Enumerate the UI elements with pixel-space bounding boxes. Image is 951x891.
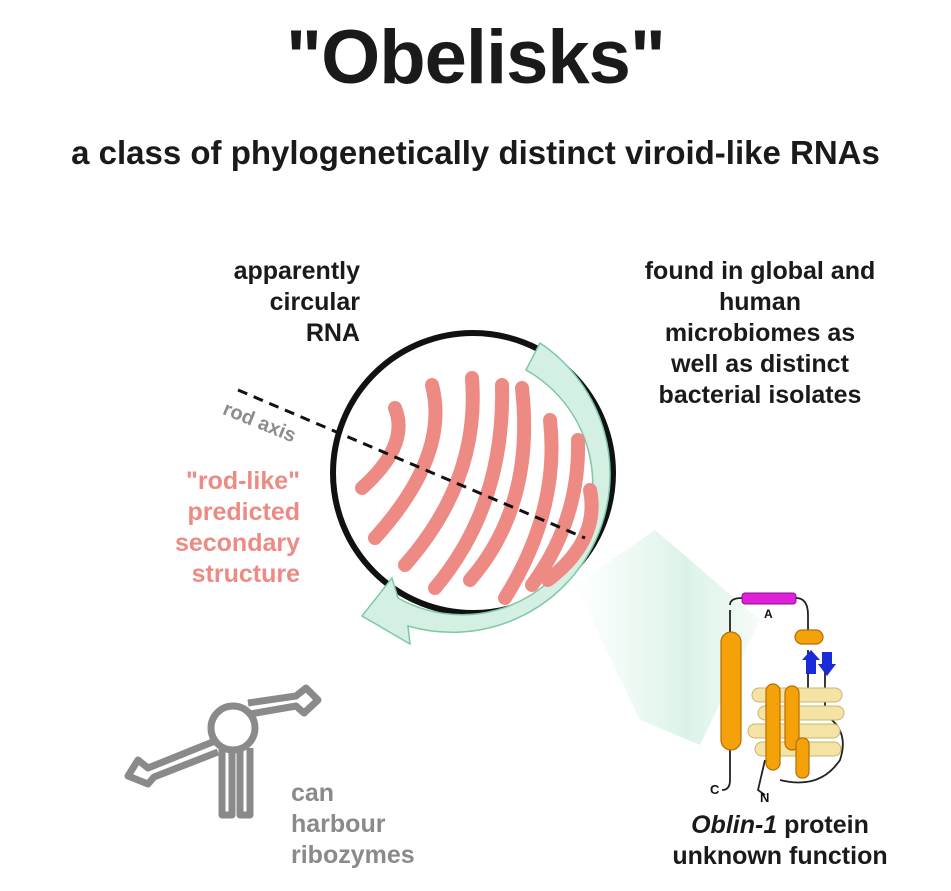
oblin-function: unknown function	[672, 842, 888, 870]
rod-arc	[398, 371, 480, 572]
circular-rna-ring	[330, 330, 616, 616]
rod-arc	[525, 433, 586, 592]
oblin-title-line: Oblin-1 protein	[650, 810, 910, 841]
oblin-suffix: protein	[777, 811, 869, 839]
label-line: structure	[191, 560, 300, 588]
label-line: can	[291, 779, 335, 807]
label-line: found in global and	[644, 257, 876, 285]
rod-arc	[368, 378, 443, 545]
zoom-wedge	[575, 530, 760, 745]
label-line: human	[719, 288, 801, 316]
oblin-1-protein-diagram	[720, 592, 845, 796]
label-line: ribozymes	[291, 841, 415, 869]
found-in-label: found in global and human microbiomes as…	[610, 256, 910, 411]
rod-arc	[428, 378, 510, 595]
rod-arc	[355, 401, 406, 495]
label-line: predicted	[187, 498, 300, 526]
rod-axis-line	[237, 388, 586, 540]
circular-arrow	[360, 341, 611, 646]
oblin-name: Oblin-1	[691, 811, 778, 839]
circular-rna-label: apparently circular RNA	[150, 256, 360, 349]
label-line: apparently	[233, 257, 360, 285]
label-line: microbiomes as	[664, 319, 856, 347]
page-title: "Obelisks"	[286, 15, 666, 100]
label-line: harbour	[291, 810, 386, 838]
oblin-label: Oblin-1 protein unknown function	[650, 810, 910, 872]
ribozymes-label: can harbour ribozymes	[291, 778, 491, 871]
ribozyme-icon	[124, 684, 322, 819]
rod-arc	[463, 381, 532, 587]
label-line: circular	[269, 288, 360, 316]
label-line: "rod-like"	[185, 467, 300, 495]
label-line: bacterial isolates	[658, 381, 862, 409]
n-terminus-label: N	[760, 790, 770, 805]
label-line: secondary	[174, 529, 300, 557]
rod-like-structure	[355, 371, 599, 605]
label-line: well as distinct	[671, 350, 849, 378]
page-subtitle: a class of phylogenetically distinct vir…	[71, 134, 880, 171]
rod-like-label: "rod-like" predicted secondary structure	[140, 466, 300, 590]
label-line: RNA	[305, 319, 360, 347]
helix-a-label: A	[764, 607, 773, 621]
c-terminus-label: C	[710, 782, 720, 797]
rod-arc	[498, 413, 559, 605]
